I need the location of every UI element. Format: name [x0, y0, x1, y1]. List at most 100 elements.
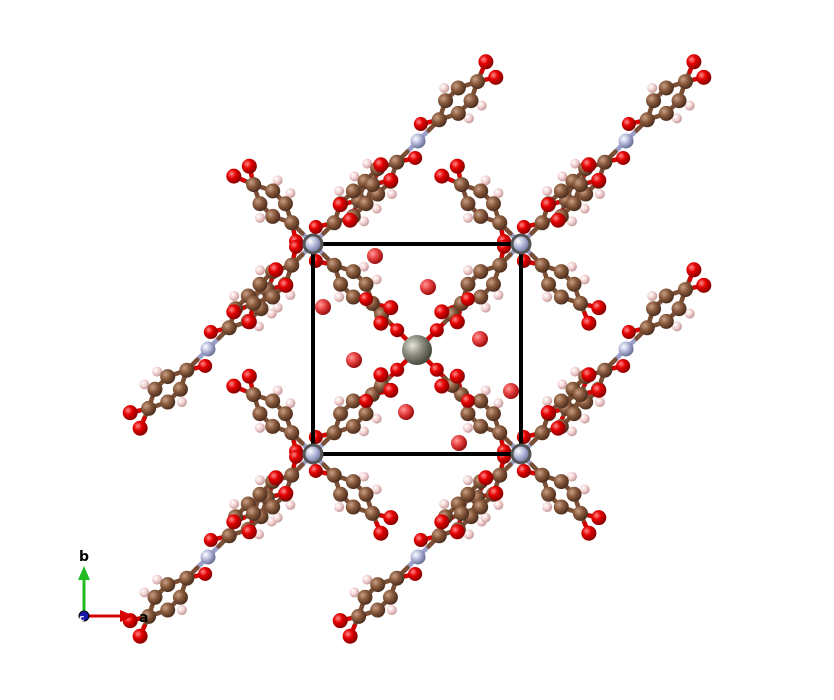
- carbon-atom[interactable]: [473, 499, 489, 515]
- hydrogen-atom[interactable]: [570, 158, 581, 169]
- hydrogen-atom[interactable]: [358, 426, 369, 437]
- carbon-atom[interactable]: [534, 215, 550, 231]
- carbon-atom[interactable]: [460, 196, 476, 212]
- hydrogen-atom[interactable]: [566, 471, 577, 482]
- carbon-atom[interactable]: [358, 196, 374, 212]
- hydrogen-atom[interactable]: [229, 498, 240, 509]
- carbon-atom[interactable]: [485, 276, 501, 292]
- oxygen-atom[interactable]: [449, 524, 465, 540]
- hydrogen-atom[interactable]: [254, 212, 265, 223]
- oxygen-atom[interactable]: [449, 314, 465, 330]
- hydrogen-atom[interactable]: [272, 175, 283, 186]
- carbon-atom[interactable]: [454, 177, 470, 193]
- oxygen-atom[interactable]: [198, 358, 213, 373]
- oxygen-atom[interactable]: [308, 463, 323, 478]
- carbon-atom[interactable]: [326, 257, 342, 273]
- carbon-atom[interactable]: [658, 313, 674, 329]
- carbon-atom[interactable]: [358, 276, 374, 292]
- carbon-atom[interactable]: [671, 93, 687, 109]
- oxygen-atom[interactable]: [550, 420, 566, 436]
- carbon-atom[interactable]: [658, 80, 674, 96]
- hydrogen-atom[interactable]: [647, 82, 658, 93]
- oxygen-atom[interactable]: [390, 362, 405, 377]
- oxygen-atom[interactable]: [686, 262, 702, 278]
- oxygen-atom[interactable]: [434, 378, 450, 394]
- carbon-atom[interactable]: [326, 467, 342, 483]
- carbon-atom[interactable]: [265, 418, 281, 434]
- oxygen-atom[interactable]: [449, 368, 465, 384]
- carbon-atom[interactable]: [333, 276, 349, 292]
- hydrogen-atom[interactable]: [285, 499, 296, 510]
- oxygen-atom[interactable]: [122, 405, 138, 421]
- hydrogen-atom[interactable]: [254, 265, 265, 276]
- carbon-atom[interactable]: [553, 393, 569, 409]
- oxygen-atom[interactable]: [390, 323, 405, 338]
- carbon-atom[interactable]: [438, 93, 454, 109]
- hydrogen-atom[interactable]: [139, 587, 150, 598]
- hydrogen-atom[interactable]: [272, 512, 283, 523]
- carbon-atom[interactable]: [179, 570, 195, 586]
- carbon-atom[interactable]: [246, 505, 262, 521]
- hydrogen-atom[interactable]: [229, 290, 240, 301]
- carbon-atom[interactable]: [141, 608, 157, 624]
- hydrogen-atom[interactable]: [334, 395, 345, 406]
- oxygen-atom[interactable]: [342, 212, 358, 228]
- hydrogen-atom[interactable]: [349, 587, 360, 598]
- hydrogen-atom[interactable]: [579, 274, 590, 285]
- hydrogen-atom[interactable]: [176, 397, 187, 408]
- carbon-atom[interactable]: [534, 257, 550, 273]
- oxygen-atom[interactable]: [408, 566, 423, 581]
- oxygen-atom[interactable]: [434, 168, 450, 184]
- oxygen-atom[interactable]: [241, 314, 257, 330]
- oxygen-atom[interactable]: [289, 449, 304, 464]
- oxygen-atom[interactable]: [429, 323, 444, 338]
- carbon-atom[interactable]: [265, 393, 281, 409]
- oxygen-atom[interactable]: [268, 470, 284, 486]
- oxygen-atom[interactable]: [383, 300, 399, 316]
- oxygen-atom[interactable]: [359, 393, 374, 408]
- oxygen-atom[interactable]: [373, 315, 389, 331]
- hydrogen-atom[interactable]: [254, 422, 265, 433]
- carbon-atom[interactable]: [265, 208, 281, 224]
- carbon-atom[interactable]: [534, 425, 550, 441]
- oxygen-atom[interactable]: [449, 158, 465, 174]
- oxygen-atom[interactable]: [540, 405, 556, 421]
- carbon-atom[interactable]: [572, 387, 588, 403]
- carbon-atom[interactable]: [671, 301, 687, 317]
- oxygen-atom[interactable]: [332, 197, 348, 213]
- oxygen-atom[interactable]: [478, 54, 494, 70]
- oxygen-atom[interactable]: [226, 168, 242, 184]
- hydrogen-atom[interactable]: [362, 574, 373, 585]
- carbon-atom[interactable]: [553, 289, 569, 305]
- carbon-atom[interactable]: [345, 393, 361, 409]
- oxygen-atom[interactable]: [429, 362, 444, 377]
- hydrogen-atom[interactable]: [386, 605, 397, 616]
- oxygen-atom[interactable]: [616, 358, 631, 373]
- carbon-atom[interactable]: [252, 196, 268, 212]
- oxygen-atom[interactable]: [413, 117, 428, 132]
- hydrogen-atom[interactable]: [254, 475, 265, 486]
- carbon-atom[interactable]: [246, 177, 262, 193]
- water-oxygen-atom[interactable]: [503, 383, 519, 399]
- oxygen-atom[interactable]: [383, 172, 399, 188]
- carbon-atom[interactable]: [179, 362, 195, 378]
- oxygen-atom[interactable]: [278, 277, 294, 293]
- carbon-atom[interactable]: [473, 183, 489, 199]
- hydrogen-atom[interactable]: [362, 158, 373, 169]
- nitrogen-atom[interactable]: [410, 133, 426, 149]
- carbon-atom[interactable]: [553, 264, 569, 280]
- hydrogen-atom[interactable]: [462, 212, 473, 223]
- carbon-atom[interactable]: [389, 154, 405, 170]
- carbon-atom[interactable]: [485, 196, 501, 212]
- oxygen-atom[interactable]: [373, 525, 389, 541]
- central-metal-atom[interactable]: [402, 335, 432, 365]
- carbon-atom[interactable]: [473, 264, 489, 280]
- oxygen-atom[interactable]: [203, 533, 218, 548]
- water-oxygen-atom[interactable]: [346, 352, 362, 368]
- carbon-atom[interactable]: [357, 589, 373, 605]
- oxygen-atom[interactable]: [289, 239, 304, 254]
- oxygen-atom[interactable]: [621, 325, 636, 340]
- oxygen-atom[interactable]: [686, 54, 702, 70]
- hydrogen-atom[interactable]: [272, 302, 283, 313]
